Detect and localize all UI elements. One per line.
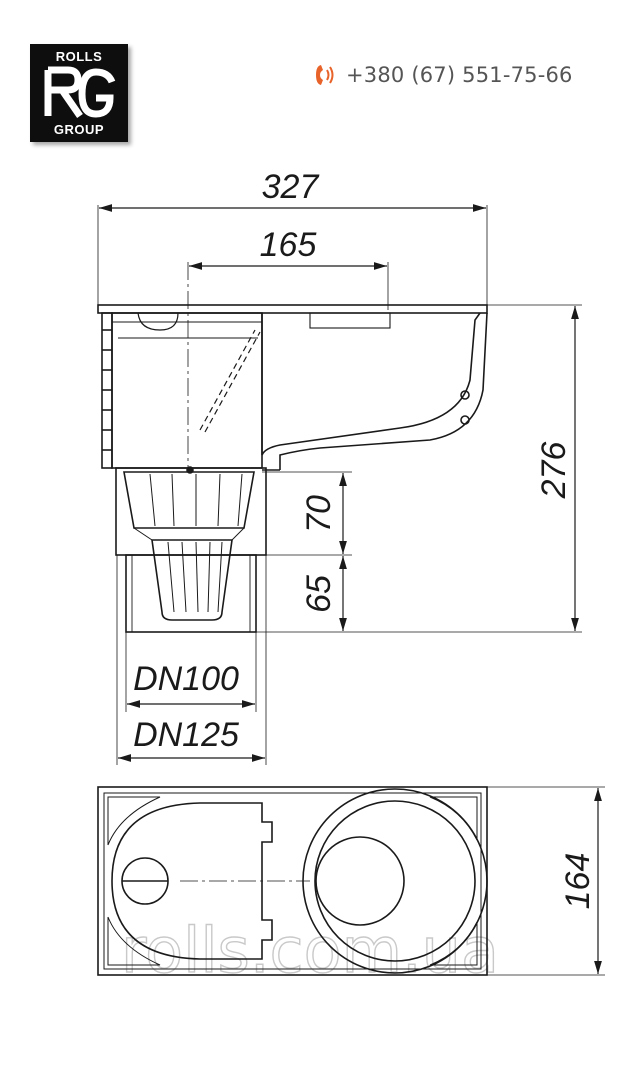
phone-icon <box>316 65 334 85</box>
plan-view <box>97 786 488 976</box>
phone-contact[interactable]: +380 (67) 551-75-66 <box>312 60 573 90</box>
dim-inner-pipe: DN100 <box>133 660 239 698</box>
side-view <box>97 304 488 633</box>
dim-upper-height: 70 <box>300 495 338 533</box>
phone-number[interactable]: +380 (67) 551-75-66 <box>346 63 573 87</box>
logo-top-text: ROLLS <box>55 49 103 64</box>
brand-logo: ROLLS GROUP <box>30 44 128 142</box>
rg-monogram-icon <box>44 66 116 118</box>
dim-total-height: 276 <box>535 442 573 500</box>
dim-overall-width: 327 <box>262 168 320 206</box>
logo-bottom-text: GROUP <box>53 122 105 137</box>
dim-lower-height: 65 <box>300 575 338 613</box>
watermark-text: rolls.com.ua <box>121 914 499 987</box>
dim-plan-depth: 164 <box>559 853 597 910</box>
dim-grate-width: 165 <box>260 226 317 264</box>
dim-outer-pipe: DN125 <box>133 716 239 754</box>
